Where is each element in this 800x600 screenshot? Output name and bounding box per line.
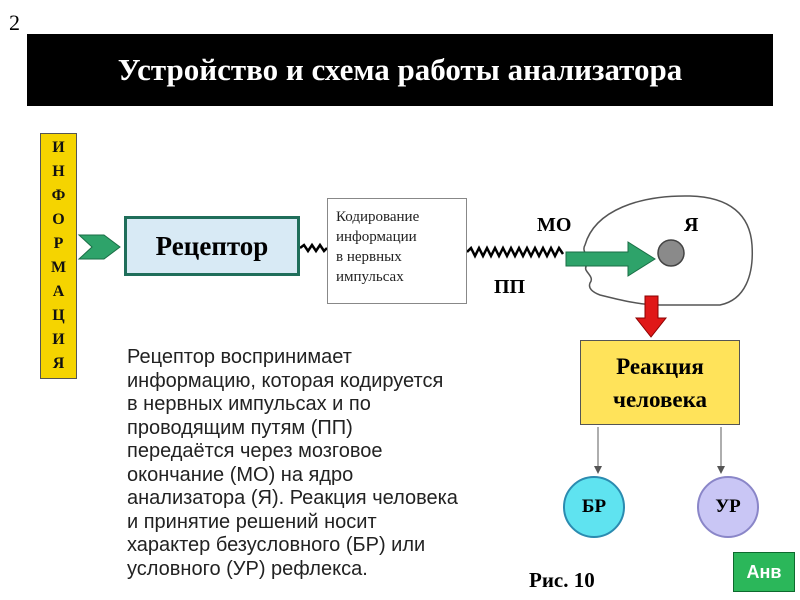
anv-button[interactable]: Анв xyxy=(733,552,795,592)
info-letter: М xyxy=(50,259,67,276)
description-line: условного (УР) рефлекса. xyxy=(127,557,368,580)
coding-line: Кодирование xyxy=(336,209,420,225)
description-line: проводящим путям (ПП) xyxy=(127,416,353,439)
down-arrow-icon xyxy=(634,295,668,338)
info-letter: Ф xyxy=(51,187,66,204)
description-line: передаётся через мозговое xyxy=(127,440,383,462)
chevron-right-icon xyxy=(77,234,121,260)
description-line: анализатора (Я). Реакция человека xyxy=(127,487,458,509)
reaction-line: человека xyxy=(612,386,708,412)
ya-label: Я xyxy=(684,214,699,236)
description-line: и принятие решений носит xyxy=(127,510,377,533)
receptor-box: Рецептор xyxy=(124,216,300,276)
reaction-box: Реакция человека xyxy=(580,340,740,425)
description-line: окончание (МО) на ядро xyxy=(127,463,354,486)
mo-label: МО xyxy=(537,214,572,236)
information-box: И Н Ф О Р М А Ц И Я xyxy=(40,133,77,379)
description-line: характер безусловного (БР) или xyxy=(127,534,426,556)
info-letter: И xyxy=(52,331,65,348)
nucleus-circle xyxy=(657,239,685,267)
arrowhead-icon xyxy=(594,466,602,474)
slide-number: 2 xyxy=(9,10,20,35)
nerve-pathway-line xyxy=(466,245,565,259)
reaction-line: Реакция xyxy=(616,353,704,379)
br-circle: БР xyxy=(563,476,625,538)
coding-line: информации xyxy=(336,229,417,245)
coding-line: в нервных xyxy=(336,249,402,265)
description-line: информацию, которая кодируется xyxy=(127,369,444,392)
figure-caption: Рис. 10 xyxy=(529,568,595,592)
info-letter: О xyxy=(52,211,65,228)
info-letter: И xyxy=(52,139,65,156)
info-letter: Я xyxy=(52,355,65,372)
info-letter: Ц xyxy=(52,307,65,324)
pp-label: ПП xyxy=(494,276,526,298)
description-text: Рецептор воспринимает информацию, котора… xyxy=(127,346,547,581)
description-line: Рецептор воспринимает xyxy=(127,346,352,368)
description-line: в нервных импульсах и по xyxy=(127,393,371,415)
slide-title: Устройство и схема работы анализатора xyxy=(27,34,773,106)
info-letter: А xyxy=(52,283,65,300)
ur-circle: УР xyxy=(697,476,759,538)
nerve-pathway-line xyxy=(299,242,328,254)
signal-arrow-icon xyxy=(565,241,656,277)
info-letter: Н xyxy=(52,163,65,180)
info-letter: Р xyxy=(53,235,64,252)
coding-box: Кодирование информации в нервных импульс… xyxy=(327,198,467,304)
arrowhead-icon xyxy=(717,466,725,474)
coding-line: импульсах xyxy=(336,269,404,285)
